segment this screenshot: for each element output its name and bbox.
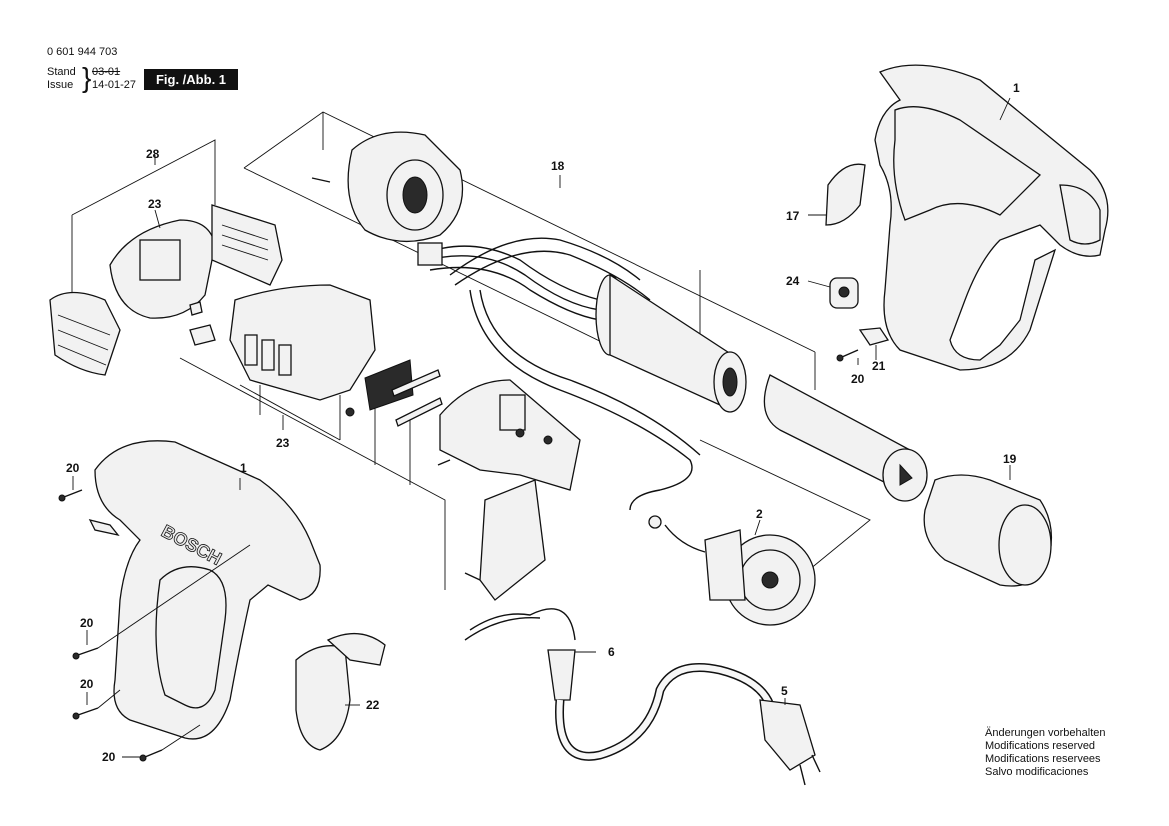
note-line-de: Änderungen vorbehalten	[985, 727, 1106, 739]
part-5-power-cable	[555, 663, 821, 786]
callout-23-bottom: 23	[276, 436, 290, 450]
callout-20-a: 20	[66, 461, 80, 475]
figure-label: Fig. /Abb. 1	[144, 69, 238, 90]
group-frame-28	[71, 139, 216, 300]
callout-2: 2	[756, 507, 763, 521]
part-6-cable-grommet	[464, 608, 596, 701]
stand-label: Stand	[47, 66, 76, 78]
callout-5: 5	[781, 684, 788, 698]
part-24-grommet	[807, 277, 859, 309]
issue-label: Issue	[47, 79, 74, 91]
callout-17: 17	[786, 209, 800, 223]
callout-1-top: 1	[1013, 81, 1020, 95]
part-18-heater-ring	[347, 131, 464, 243]
callout-1-bottom: 1	[240, 461, 247, 475]
brace-icon: }	[82, 62, 92, 93]
part-23-cap-top	[109, 209, 216, 319]
part-22-cover	[295, 633, 386, 751]
callout-19: 19	[1003, 452, 1017, 466]
screw-20-b	[72, 544, 251, 660]
part-23-switch-housing	[189, 284, 376, 417]
note-line-fr: Modifications reservees	[985, 753, 1101, 765]
screw-20-a	[58, 476, 83, 502]
screw-20-right	[836, 349, 859, 365]
callout-22: 22	[366, 698, 380, 712]
part-number: 0 601 944 703	[47, 46, 118, 58]
note-line-en: Modifications reserved	[985, 740, 1096, 752]
callout-28: 28	[146, 147, 160, 161]
screw-18	[311, 177, 331, 183]
callout-23-top: 23	[148, 197, 162, 211]
footer-note: Änderungen vorbehalten Modifications res…	[985, 727, 1105, 779]
callout-20-b: 20	[80, 616, 94, 630]
callout-24: 24	[786, 274, 800, 288]
part-23-pads	[364, 359, 443, 427]
note-line-es: Salvo modificaciones	[985, 766, 1089, 778]
issue-date: 14-01-27	[92, 79, 137, 91]
part-17-cover	[808, 163, 866, 226]
part-18-nozzle-tube	[763, 374, 928, 502]
callout-18: 18	[551, 159, 565, 173]
part-28-switch-slide	[211, 204, 283, 286]
callout-20-d: 20	[102, 750, 116, 764]
part-1-housing-left	[88, 440, 321, 740]
callout-6: 6	[608, 645, 615, 659]
part-28-button	[49, 291, 121, 376]
stand-date: 03-01	[92, 66, 121, 78]
callout-20-c: 20	[80, 677, 94, 691]
part-21-clip	[858, 327, 890, 360]
screw-20-c	[72, 689, 121, 720]
part-18-tube	[595, 273, 747, 413]
group-frame-23	[179, 357, 446, 590]
screw-20-d	[122, 724, 201, 762]
callout-21: 21	[872, 359, 886, 373]
part-18-wire-bundle	[417, 237, 701, 511]
part-2-fan-motor	[648, 515, 816, 626]
part-1-housing-right	[874, 64, 1109, 371]
callout-20-right: 20	[851, 372, 865, 386]
part-electronics-board	[437, 379, 581, 601]
part-19-nozzle	[923, 465, 1053, 587]
group-frame-18	[243, 111, 816, 391]
